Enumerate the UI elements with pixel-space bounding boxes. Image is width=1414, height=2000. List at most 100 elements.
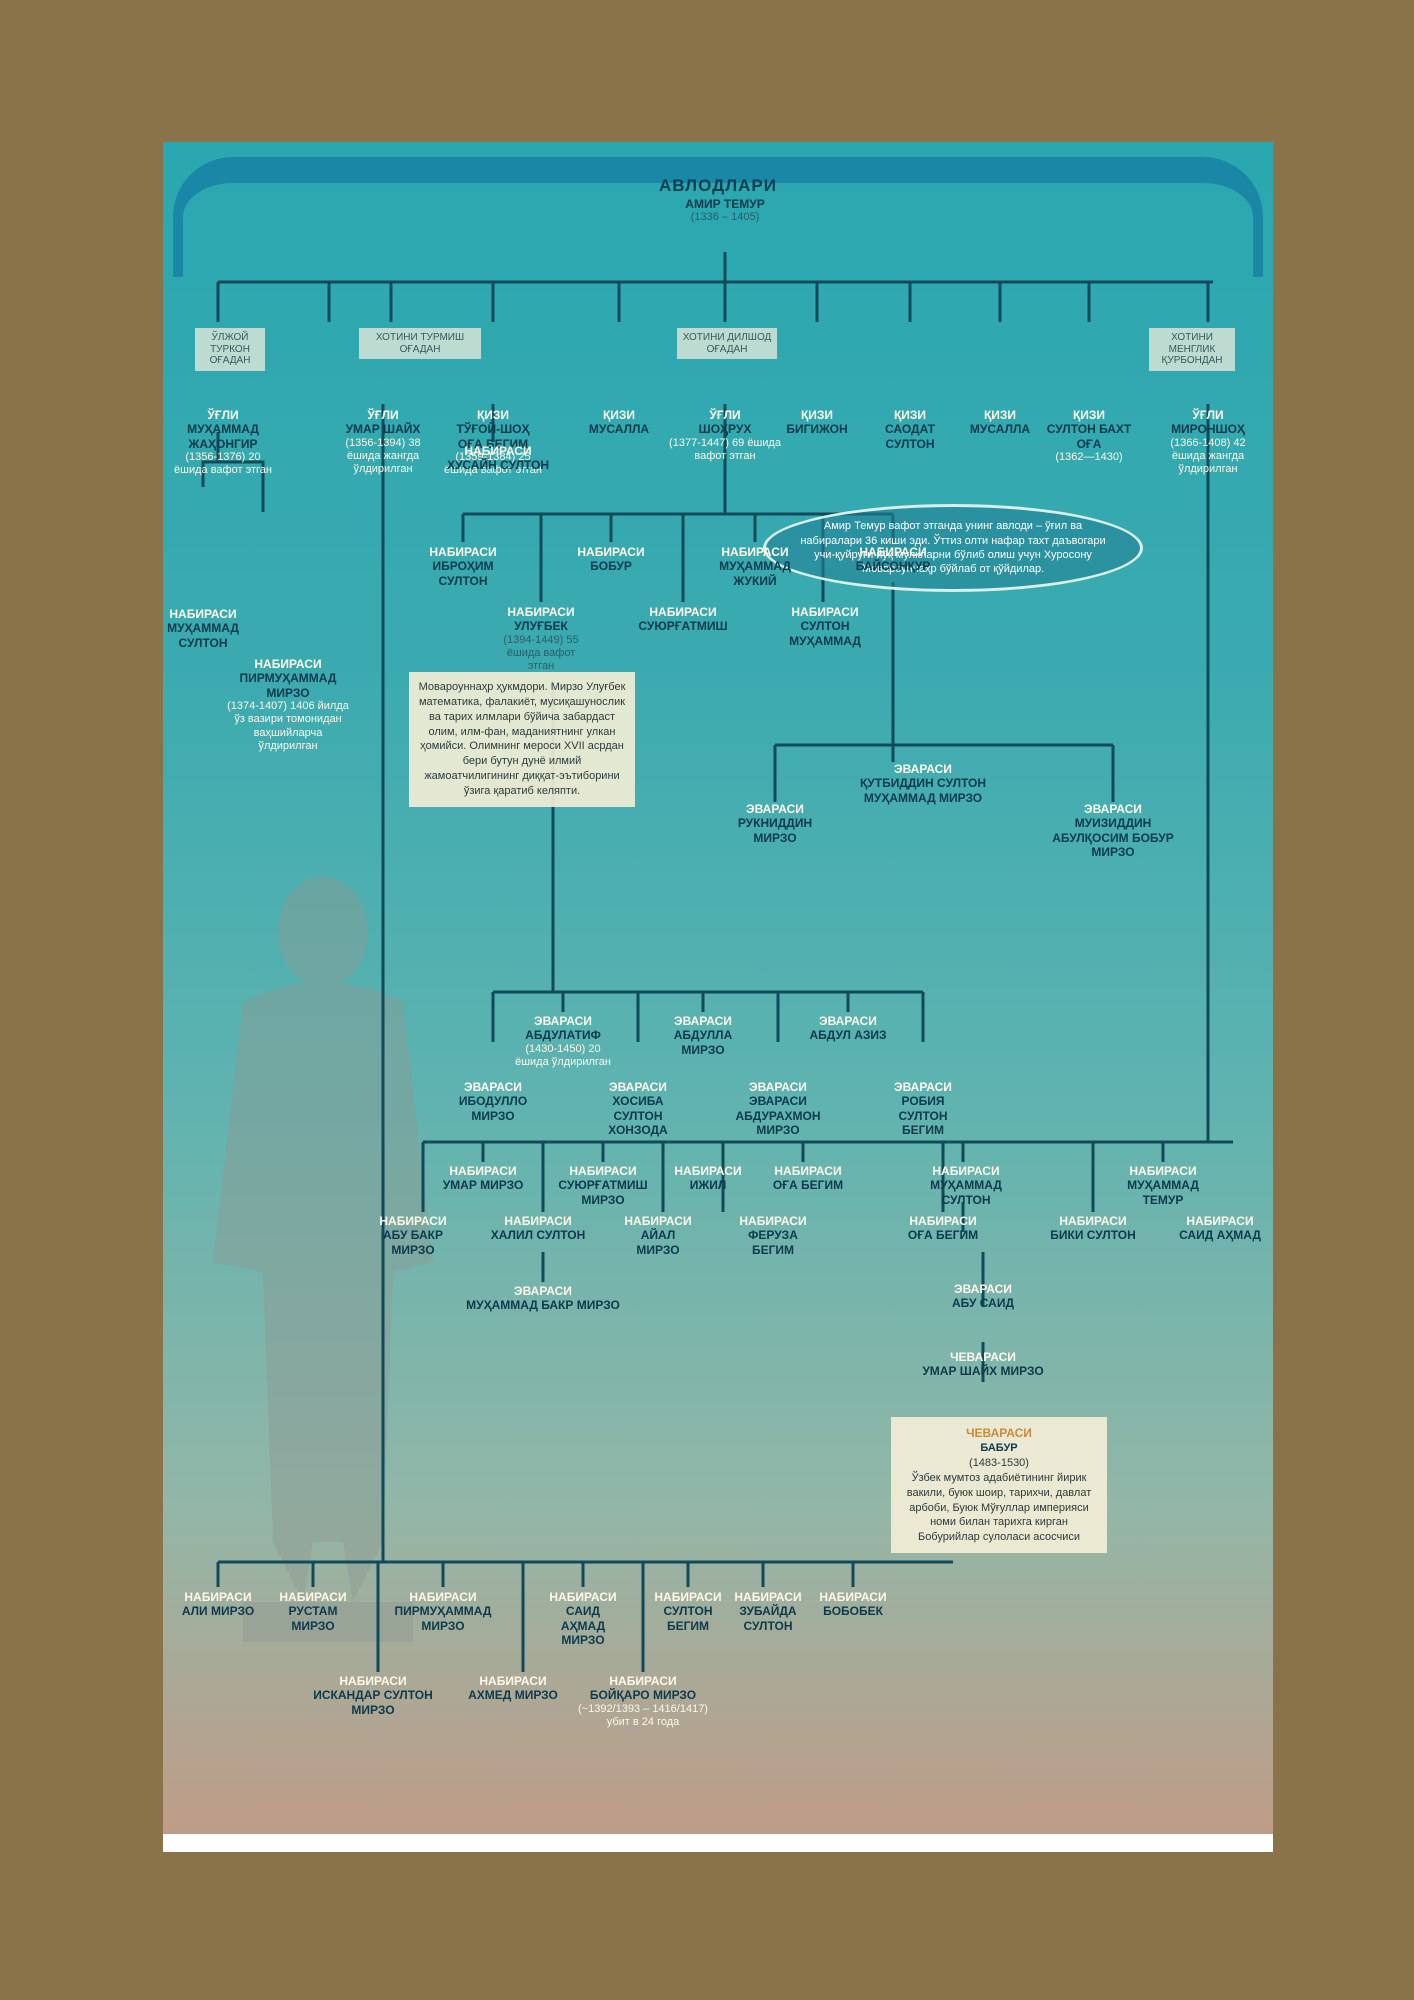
relation-label: НАБИРАСИ: [739, 1214, 807, 1228]
relation-label: ҚИЗИ: [476, 408, 510, 422]
descendant-name: БИКИ СУЛТОН: [1050, 1228, 1136, 1243]
relation-label: ЭВАРАСИ: [819, 1014, 877, 1028]
child-name: СУЛТОН БАХТ ОҒА: [1046, 422, 1132, 451]
child-name: МИРОНШОҲ: [1171, 422, 1245, 437]
relation-label: ЎҒЛИ: [207, 408, 239, 422]
great-grandchild-name: РОБИЯ СУЛТОН БЕГИМ: [898, 1094, 948, 1138]
great-grandchild-name: ЭВАРАСИ АБДУРАХМОН МИРЗО: [735, 1094, 821, 1138]
descendant-name: ИЖИЛ: [689, 1178, 727, 1193]
grandchild-name: ПИРМУҲАММАД МИРЗО: [239, 671, 337, 700]
child-info: (1356-1376) 20 ёшида вафот этган: [174, 451, 272, 477]
relation-label: НАБИРАСИ: [791, 605, 859, 619]
grandchild-info: (1374-1407) 1406 йилда ўз вазири томонид…: [227, 700, 349, 752]
grandchild-name: МУҲАММАД СУЛТОН: [167, 621, 239, 650]
relation-label: НАБИРАСИ: [1129, 1164, 1197, 1178]
relation-label: НАБИРАСИ: [624, 1214, 692, 1228]
relation-label: ЭВАРАСИ: [674, 1014, 732, 1028]
relation-label: НАБИРАСИ: [569, 1164, 637, 1178]
relation-label: ЭВАРАСИ: [954, 1282, 1012, 1296]
relation-label: ЭВАРАСИ: [464, 1080, 522, 1094]
descendant-name: САИД АҲМАД: [1179, 1228, 1261, 1243]
descendant-name: АБУ САИД: [952, 1296, 1014, 1311]
grandchild-name: СУЛТОН МУҲАММАД: [789, 619, 861, 648]
child-name: УМАР ШАЙХ: [345, 422, 421, 437]
relation-label: НАБИРАСИ: [379, 1214, 447, 1228]
relation-label: НАБИРАСИ: [609, 1674, 677, 1688]
descendant-name: МУҲАММАД СУЛТОН: [930, 1178, 1002, 1207]
relation-label: ЭВАРАСИ: [894, 1080, 952, 1094]
relation-label: ЎҒЛИ: [709, 408, 741, 422]
relation-label: ЭВАРАСИ: [1084, 802, 1142, 816]
relation-label: НАБИРАСИ: [1186, 1214, 1254, 1228]
descendant-name: ФЕРУЗА БЕГИМ: [748, 1228, 798, 1257]
great-grandchild-name: ҚУТБИДДИН СУЛТОН МУҲАММАД МИРЗО: [859, 776, 987, 805]
title-arc: [173, 157, 1263, 277]
relation-label: НАБИРАСИ: [1059, 1214, 1127, 1228]
relation-label: НАБИРАСИ: [449, 1164, 517, 1178]
root-years: (1336 – 1405): [690, 211, 760, 224]
relation-label: ЭВАРАСИ: [534, 1014, 592, 1028]
descendant-name: РУСТАМ МИРЗО: [288, 1604, 338, 1633]
relation-label: ҚИЗИ: [893, 408, 927, 422]
descendant-name: ЗУБАЙДА СУЛТОН: [739, 1604, 797, 1633]
relation-label: НАБИРАСИ: [254, 657, 322, 671]
relation-label: ЭВАРАСИ: [746, 802, 804, 816]
child-name: БИГИЖОН: [786, 422, 848, 437]
great-grandchild-name: МУИЗИДДИН АБУЛҚОСИМ БОБУР МИРЗО: [1052, 816, 1174, 860]
descendant-name: СУЛТОН БЕГИМ: [663, 1604, 713, 1633]
relation-label: НАБИРАСИ: [279, 1590, 347, 1604]
relation-label: ЧЕВАРАСИ: [950, 1350, 1016, 1364]
relation-label: НАБИРАСИ: [932, 1164, 1000, 1178]
grandchild-name: БАЙСОНҚУР: [855, 559, 931, 574]
relation-label: ЭВАРАСИ: [894, 762, 952, 776]
relation-label: НАБИРАСИ: [479, 1674, 547, 1688]
descendant-name: УМАР МИРЗО: [442, 1178, 524, 1193]
great-grandchild-info: (1430-1450) 20 ёшида ўлдирилган: [515, 1042, 611, 1068]
relation-label: НАБИРАСИ: [734, 1590, 802, 1604]
relation-label: НАБИРАСИ: [184, 1590, 252, 1604]
relation-label: НАБИРАСИ: [429, 545, 497, 559]
child-info: (1359-1384) 25 ёшида вафот этган: [444, 451, 542, 477]
relation-label: ЭВАРАСИ: [609, 1080, 667, 1094]
grandchild-name: УЛУҒБЕК: [514, 619, 568, 634]
relation-label: НАБИРАСИ: [507, 605, 575, 619]
descendant-name: ИСКАНДАР СУЛТОН МИРЗО: [313, 1688, 433, 1717]
descendant-name: МУҲАММАД ТЕМУР: [1127, 1178, 1199, 1207]
ulugbek-note: Мовароуннаҳр ҳукмдори. Мирзо Улуғбек мат…: [409, 672, 635, 807]
mother-label: ХОТИНИ ДИЛШОД ОҒАДАН: [677, 328, 777, 359]
root-node: АМИР ТЕМУР (1336 – 1405): [625, 197, 825, 225]
child-info: (1366-1408) 42 ёшида жангда ўлдирилган: [1170, 436, 1246, 476]
child-info: (1377-1447) 69 ёшида вафот этган: [669, 436, 781, 462]
babur-years: (1483-1530): [969, 1457, 1029, 1470]
child-name: МУСАЛЛА: [588, 422, 650, 437]
child-name: САОДАТ СУЛТОН: [885, 422, 935, 451]
babur-name: БАБУР: [980, 1442, 1018, 1455]
descendant-name: АБУ БАКР МИРЗО: [383, 1228, 443, 1257]
relation-label: НАБИРАСИ: [774, 1164, 842, 1178]
poster-title: АВЛОДЛАРИ: [659, 176, 777, 195]
